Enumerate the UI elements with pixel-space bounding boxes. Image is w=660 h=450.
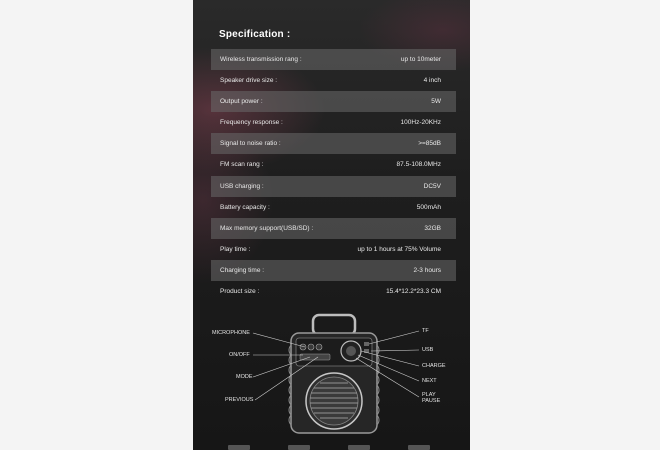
label-usb: USB — [422, 347, 434, 353]
spec-value: 15.4*12.2*23.3 CM — [386, 288, 441, 296]
label-previous: PREVIOUS — [225, 397, 254, 403]
spec-value: DC5V — [423, 182, 441, 190]
spec-row-usb-charging: USB charging : DC5V — [211, 175, 456, 197]
spec-value: 2-3 hours — [413, 266, 441, 274]
spec-value: 100Hz-20KHz — [400, 119, 441, 127]
spec-value: 4 inch — [423, 77, 441, 85]
specification-title: Specification : — [219, 29, 291, 40]
spec-value: up to 1 hours at 75% Volume — [357, 245, 441, 253]
spec-row-speaker-drive-size: Speaker drive size : 4 inch — [211, 70, 456, 91]
spec-row-max-memory: Max memory support(USB/SD) : 32GB — [211, 217, 456, 239]
spec-label: Product size : — [220, 288, 260, 296]
spec-label: Frequency response : — [220, 119, 283, 127]
spec-value: >=85dB — [418, 140, 441, 148]
spec-label: Play time : — [220, 245, 251, 253]
speaker-diagram: MICROPHONE ON/OFF MODE PREVIOUS TF USB C… — [193, 300, 470, 450]
spec-row-charging-time: Charging time : 2-3 hours — [211, 259, 456, 281]
spec-row-play-time: Play time : up to 1 hours at 75% Volume — [211, 239, 456, 260]
label-mode: MODE — [236, 374, 253, 380]
bottom-icons-strip — [228, 445, 430, 450]
spec-row-battery-capacity: Battery capacity : 500mAh — [211, 197, 456, 218]
spec-row-product-size: Product size : 15.4*12.2*23.3 CM — [211, 281, 456, 302]
spec-label: Charging time : — [220, 266, 265, 274]
spec-row-output-power: Output power : 5W — [211, 91, 456, 113]
spec-row-wireless-range: Wireless transmission rang : up to 10met… — [211, 49, 456, 70]
spec-label: USB charging : — [220, 182, 264, 190]
label-play: PLAY — [422, 392, 436, 398]
speaker-illustration — [252, 313, 420, 434]
label-microphone: MICROPHONE — [212, 330, 250, 336]
label-on-off: ON/OFF — [229, 352, 250, 358]
label-tf: TF — [422, 328, 429, 334]
specification-table: Wireless transmission rang : up to 10met… — [211, 49, 456, 302]
spec-label: Speaker drive size : — [220, 77, 278, 85]
spec-label: FM scan rang : — [220, 161, 264, 169]
label-pause: PAUSE — [422, 398, 441, 404]
spec-value: 87.5-108.0MHz — [396, 161, 441, 169]
spec-row-signal-to-noise: Signal to noise ratio : >=85dB — [211, 133, 456, 155]
spec-label: Max memory support(USB/SD) : — [220, 224, 314, 232]
spec-label: Battery capacity : — [220, 203, 270, 211]
spec-value: up to 10meter — [400, 56, 441, 63]
spec-value: 32GB — [424, 224, 441, 232]
product-box: Specification : Wireless transmission ra… — [193, 0, 470, 450]
spec-label: Signal to noise ratio : — [220, 140, 281, 148]
label-charge: CHARGE — [422, 363, 446, 369]
spec-row-frequency-response: Frequency response : 100Hz-20KHz — [211, 112, 456, 133]
spec-value: 5W — [431, 98, 441, 106]
label-next: NEXT — [422, 378, 437, 384]
spec-row-fm-scan-range: FM scan rang : 87.5-108.0MHz — [211, 154, 456, 175]
spec-label: Output power : — [220, 98, 263, 106]
spec-label: Wireless transmission rang : — [220, 56, 302, 63]
spec-value: 500mAh — [416, 203, 441, 211]
